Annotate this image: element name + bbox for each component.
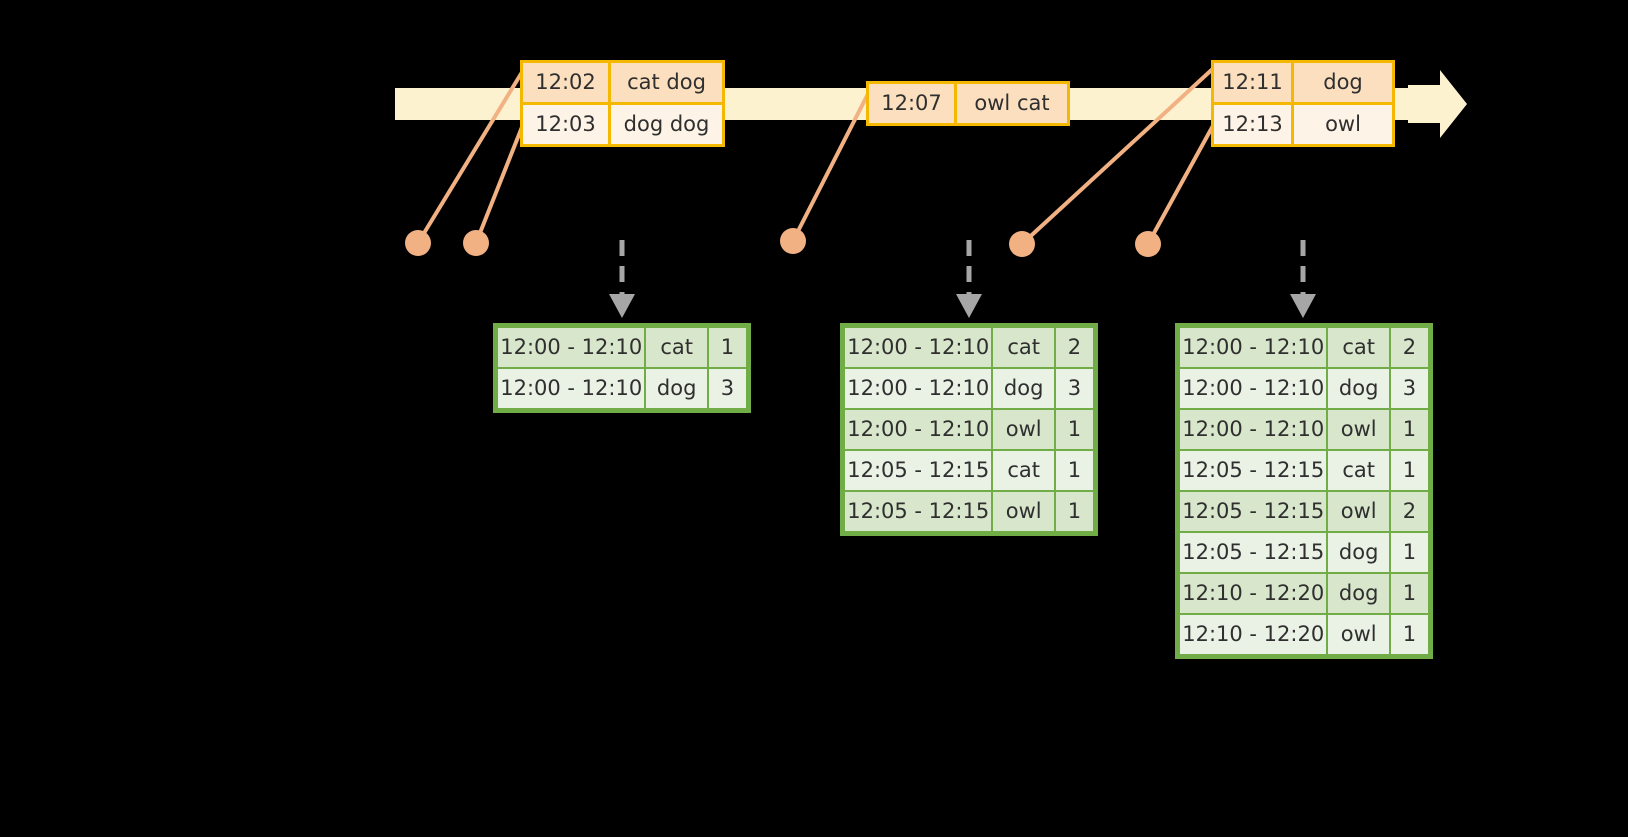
event-row[interactable]: 12:07 owl cat (869, 84, 1067, 123)
dashed-arrow-to-table-1 (606, 240, 638, 322)
count-cell: 1 (1390, 451, 1429, 490)
count-cell: 2 (1390, 492, 1429, 531)
count-cell: 1 (1055, 492, 1094, 531)
event-box-1[interactable]: 12:02 cat dog 12:03 dog dog (520, 60, 725, 147)
event-value: owl (1325, 112, 1361, 136)
count-cell: 3 (1390, 369, 1429, 408)
window-range-cell: 12:05 - 12:15 (845, 451, 992, 490)
event-time: 12:07 (869, 84, 957, 123)
word-cell: owl (993, 492, 1054, 531)
connector-dot-2 (463, 230, 489, 256)
count-cell: 2 (1390, 328, 1429, 367)
window-range-cell: 12:00 - 12:10 (498, 369, 645, 408)
connector-dot-1 (405, 230, 431, 256)
word-cell: cat (1328, 328, 1389, 367)
count-cell: 1 (708, 328, 747, 367)
event-row[interactable]: 12:03 dog dog (523, 102, 722, 144)
word-cell: dog (993, 369, 1054, 408)
event-box-3[interactable]: 12:11 dog 12:13 owl (1211, 60, 1395, 147)
count-cell: 1 (1390, 410, 1429, 449)
window-range-cell: 12:00 - 12:10 (1180, 328, 1327, 367)
count-cell: 1 (1390, 574, 1429, 613)
count-cell: 3 (708, 369, 747, 408)
event-time: 12:13 (1214, 105, 1294, 144)
word-cell: cat (1328, 451, 1389, 490)
event-value: owl cat (974, 91, 1050, 115)
count-cell: 3 (1055, 369, 1094, 408)
count-cell: 1 (1390, 615, 1429, 654)
word-cell: cat (646, 328, 707, 367)
connector-dot-3 (780, 228, 806, 254)
word-cell: dog (1328, 369, 1389, 408)
word-cell: owl (1328, 615, 1389, 654)
window-range-cell: 12:05 - 12:15 (1180, 533, 1327, 572)
connector-dot-4 (1009, 231, 1035, 257)
count-cell: 1 (1055, 410, 1094, 449)
count-cell: 1 (1390, 533, 1429, 572)
window-range-cell: 12:05 - 12:15 (845, 492, 992, 531)
count-cell: 2 (1055, 328, 1094, 367)
window-range-cell: 12:10 - 12:20 (1180, 574, 1327, 613)
word-cell: owl (993, 410, 1054, 449)
event-row[interactable]: 12:13 owl (1214, 102, 1392, 144)
window-range-cell: 12:00 - 12:10 (845, 369, 992, 408)
window-range-cell: 12:10 - 12:20 (1180, 615, 1327, 654)
word-cell: dog (646, 369, 707, 408)
event-value: cat dog (627, 70, 706, 94)
event-row[interactable]: 12:11 dog (1214, 63, 1392, 102)
window-range-cell: 12:00 - 12:10 (498, 328, 645, 367)
dashed-arrow-to-table-3 (1287, 240, 1319, 322)
word-cell: cat (993, 451, 1054, 490)
event-time: 12:11 (1214, 63, 1294, 102)
window-range-cell: 12:05 - 12:15 (1180, 451, 1327, 490)
word-cell: dog (1328, 533, 1389, 572)
word-cell: owl (1328, 492, 1389, 531)
window-range-cell: 12:00 - 12:10 (845, 410, 992, 449)
event-time: 12:02 (523, 63, 611, 102)
window-range-cell: 12:00 - 12:10 (1180, 410, 1327, 449)
event-time: 12:03 (523, 105, 611, 144)
count-cell: 1 (1055, 451, 1094, 490)
connector-dot-5 (1135, 231, 1161, 257)
word-cell: owl (1328, 410, 1389, 449)
window-range-cell: 12:00 - 12:10 (845, 328, 992, 367)
window-range-cell: 12:05 - 12:15 (1180, 492, 1327, 531)
event-box-2[interactable]: 12:07 owl cat (866, 81, 1070, 126)
dashed-arrow-to-table-2 (953, 240, 985, 322)
word-cell: dog (1328, 574, 1389, 613)
word-cell: cat (993, 328, 1054, 367)
event-row[interactable]: 12:02 cat dog (523, 63, 722, 102)
window-range-cell: 12:00 - 12:10 (1180, 369, 1327, 408)
event-value: dog dog (623, 112, 710, 136)
event-value: dog (1323, 70, 1363, 94)
